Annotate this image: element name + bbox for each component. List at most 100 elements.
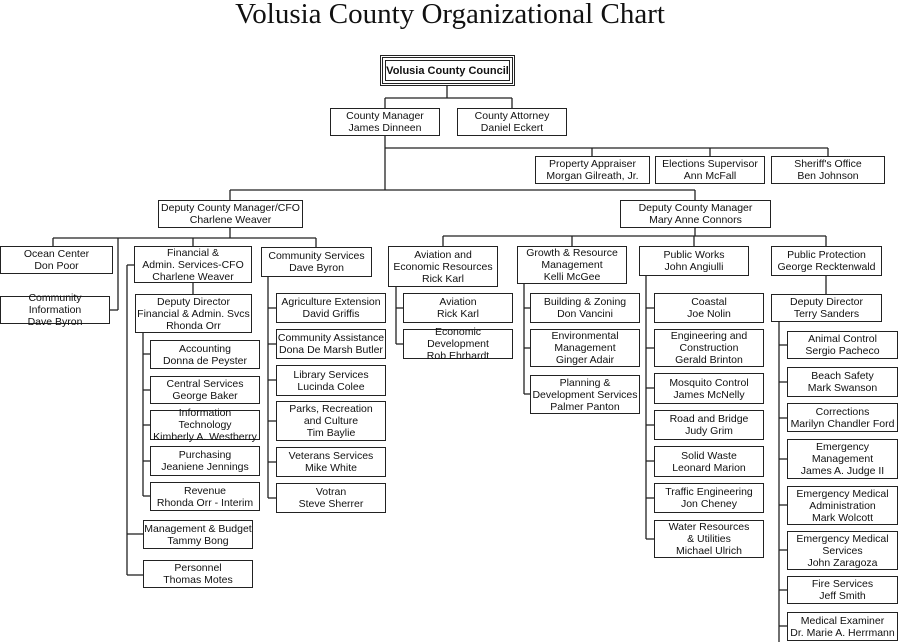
unit-head-name: Gerald Brinton (675, 354, 743, 366)
unit-title: Deputy Director Financial & Admin. Svcs (137, 295, 250, 320)
unit-title: Economic Development (427, 326, 489, 350)
unit-title: Road and Bridge (669, 413, 749, 425)
unit-title: Public Works (663, 249, 725, 261)
chart-title: Volusia County Organizational Chart (235, 0, 665, 30)
unit-head-name: Dr. Marie A. Herrmann (790, 626, 895, 639)
unit-title: Accounting (179, 342, 231, 355)
unit-head-name: Palmer Panton (550, 400, 620, 413)
unit-title: Deputy County Manager (638, 202, 753, 214)
unit-head-name: Sergio Pacheco (805, 345, 880, 357)
unit-title: Purchasing (178, 449, 232, 461)
unit-title: Emergency Management (811, 441, 874, 465)
unit-title: Deputy Director (790, 296, 863, 308)
unit-head-name: Leonard Marion (672, 461, 746, 474)
unit-title: Building & Zoning (543, 296, 627, 308)
unit-head-name: Ginger Adair (555, 354, 615, 366)
unit-title: Growth & Resource Management (526, 247, 618, 271)
unit-head-name: Rhonda Orr - Interim (156, 496, 254, 509)
unit-head-name: Michael Ulrich (676, 545, 742, 557)
unit-title: Mosquito Control (669, 376, 749, 389)
unit-head-name: Lucinda Colee (297, 380, 365, 393)
unit-head-name: Steve Sherrer (298, 498, 364, 510)
unit-title: Sheriff's Office (794, 158, 862, 170)
unit-title: County Manager (346, 110, 424, 122)
unit-title: Library Services (293, 368, 369, 381)
unit-head-name: David Griffis (302, 308, 360, 320)
unit-head-name: Dona De Marsh Butler (279, 344, 383, 356)
unit-head-name: Kimberly A. Westberry (153, 431, 257, 443)
unit-title: Community Services (268, 250, 365, 262)
unit-title: Environmental Management (551, 330, 619, 354)
unit-title: Property Appraiser (549, 158, 636, 170)
unit-head-name: Rick Karl (436, 308, 479, 320)
unit-head-name: Judy Grim (685, 425, 733, 437)
unit-title: Personnel (174, 562, 222, 574)
unit-title: Community Information (28, 292, 82, 316)
unit-title: Medical Examiner (800, 614, 885, 627)
unit-head-name: Ben Johnson (797, 170, 859, 182)
unit-title: Emergency Medical Services (796, 532, 889, 557)
unit-title: Elections Supervisor (662, 158, 758, 170)
unit-head-name: Don Poor (34, 260, 79, 272)
unit-title: Traffic Engineering (665, 486, 753, 498)
unit-head-name: John Angiulli (664, 261, 724, 273)
unit-head-name: Mary Anne Connors (649, 214, 742, 226)
unit-head-name: Mike White (305, 462, 357, 474)
unit-head-name: Jon Cheney (680, 498, 738, 510)
unit-head-name: John Zaragoza (807, 556, 878, 569)
unit-title: Beach Safety (811, 370, 874, 382)
unit-head-name: James Dinneen (348, 122, 422, 134)
unit-title: Planning & Development Services (532, 376, 638, 401)
unit-title: Public Protection (787, 249, 866, 261)
unit-title: Fire Services (811, 578, 874, 590)
unit-head-name: Tim Baylie (306, 427, 356, 439)
unit-title: Solid Waste (681, 449, 737, 462)
unit-head-name: Rick Karl (421, 272, 464, 285)
unit-title: Deputy County Manager/CFO (161, 202, 300, 214)
unit-head-name: George Recktenwald (777, 261, 876, 273)
unit-head-name: George Baker (172, 390, 238, 402)
unit-title: Water Resources & Utilities (668, 521, 750, 545)
unit-title: Volusia County Council (386, 64, 509, 77)
unit-head-name: Ann McFall (683, 170, 737, 182)
unit-head-name: Charlene Weaver (152, 270, 234, 283)
unit-title: Engineering and Construction (670, 330, 748, 354)
unit-head-name: Marilyn Chandler Ford (790, 417, 895, 430)
org-box-council: Volusia County Council (380, 55, 515, 86)
unit-head-name: Terry Sanders (793, 308, 860, 320)
unit-head-name: Donna de Peyster (162, 354, 248, 367)
unit-title: Votran (315, 486, 347, 498)
unit-head-name: Kelli McGee (543, 271, 601, 283)
